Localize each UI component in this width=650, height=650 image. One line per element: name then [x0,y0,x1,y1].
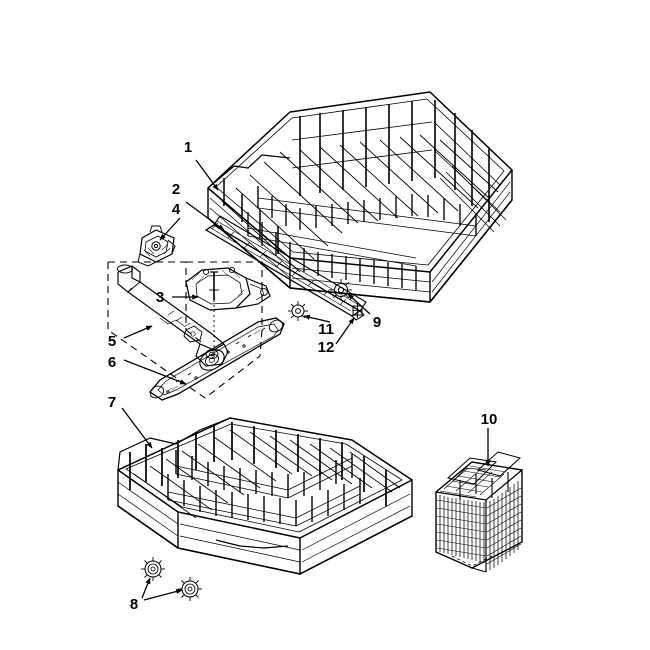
callout-label-3[interactable]: 3 [156,289,164,306]
leader-2 [185,201,225,231]
leader-8b [143,588,183,601]
part-lower-dish-rack[interactable] [117,417,413,575]
leader-9 [347,293,371,315]
part-rail-retainer[interactable] [352,303,363,318]
callout-label-10[interactable]: 10 [481,411,498,428]
part-rack-roller-wheel-left[interactable] [141,557,165,581]
leader-5 [123,325,153,339]
callout-label-2[interactable]: 2 [172,181,180,198]
callout-label-5[interactable]: 5 [108,333,116,350]
callout-label-12[interactable]: 12 [318,339,335,356]
callout-label-8[interactable]: 8 [130,596,138,613]
leader-8a [141,577,151,599]
callout-label-11[interactable]: 11 [318,321,334,338]
leader-lines [121,159,491,601]
part-rack-rail-track[interactable] [204,215,367,321]
callout-label-9[interactable]: 9 [373,314,381,331]
leader-6 [123,359,187,385]
part-lower-spray-arm[interactable] [148,317,285,401]
part-spray-arm-support[interactable] [185,266,271,360]
leader-4 [159,217,181,241]
callout-labels: 1 2 3 4 5 6 7 8 9 10 11 12 [108,139,498,613]
leader-12 [335,317,355,345]
part-roller-bearing[interactable] [137,225,176,267]
leader-1 [195,159,219,191]
callout-label-1[interactable]: 1 [184,139,192,156]
leader-11 [303,314,331,323]
part-silverware-basket[interactable] [435,451,523,573]
callout-label-4[interactable]: 4 [172,201,181,218]
callout-label-6[interactable]: 6 [108,354,116,371]
leader-7 [121,407,153,449]
callout-label-7[interactable]: 7 [108,394,116,411]
part-upper-dish-rack[interactable] [207,91,513,303]
